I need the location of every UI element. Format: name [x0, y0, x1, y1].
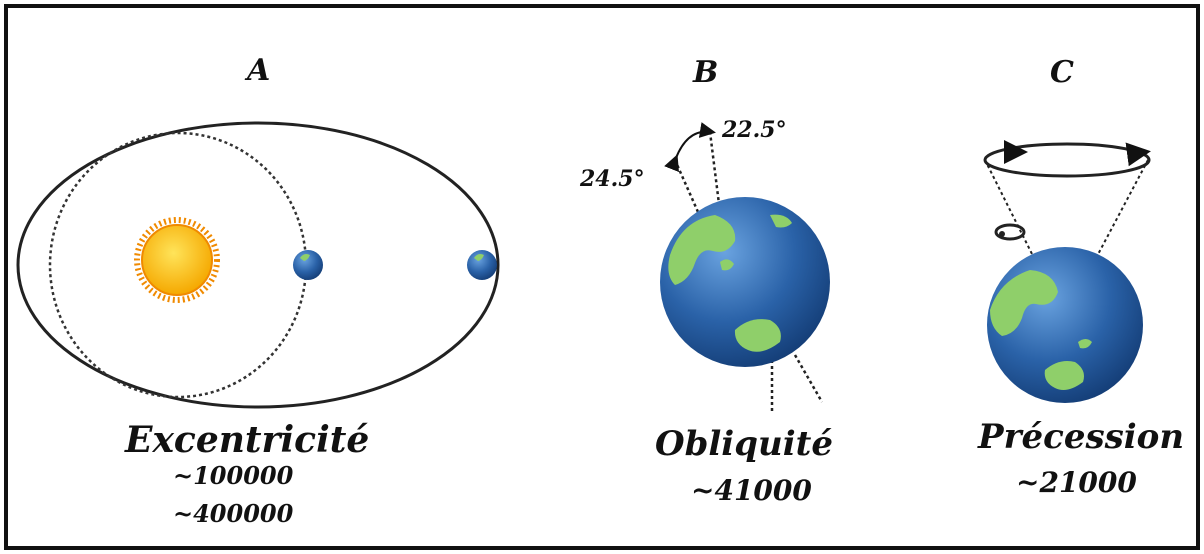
earth-icon-aphelion	[467, 250, 497, 280]
panel-b-letter: B	[692, 55, 718, 90]
outer-border	[4, 4, 1200, 550]
tilt-arc-arrow	[664, 122, 716, 173]
panel-c-letter: C	[1050, 55, 1074, 90]
earth-icon-perihelion	[293, 250, 323, 280]
earth-globe-icon-small	[987, 247, 1143, 403]
panel-c-precession: C Précession ~21000	[977, 55, 1184, 499]
panel-a-title: Excentricité	[124, 419, 369, 461]
axis-line-max-tilt	[673, 159, 700, 213]
axis-line-bottom-2	[793, 354, 824, 403]
angle-label-max: 24.5°	[579, 166, 645, 192]
axis-line-min-tilt	[708, 131, 722, 213]
eccentric-orbit	[16, 121, 500, 409]
panel-a-eccentricity: A Excentricité ~100000 ~400000	[16, 53, 500, 528]
cone-line-left	[984, 159, 1036, 261]
panel-b-title: Obliquité	[655, 424, 833, 464]
panel-a-period-1: ~100000	[173, 461, 294, 490]
precession-circle	[983, 142, 1151, 178]
panel-a-period-2: ~400000	[173, 499, 294, 528]
panel-c-title: Précession	[977, 417, 1184, 457]
panel-b-obliquity: B 24.5° 22.5° Obliquité ~41000	[579, 55, 833, 507]
rotation-loop-icon	[994, 223, 1026, 241]
panel-b-period: ~41000	[691, 474, 812, 507]
cone-line-right	[1094, 159, 1149, 261]
precession-arrow-right	[1125, 142, 1151, 167]
earth-globe-icon	[660, 197, 830, 367]
angle-label-min: 22.5°	[721, 117, 787, 143]
panel-a-letter: A	[244, 53, 270, 88]
panel-c-period: ~21000	[1016, 466, 1137, 499]
sun-icon	[134, 217, 220, 303]
